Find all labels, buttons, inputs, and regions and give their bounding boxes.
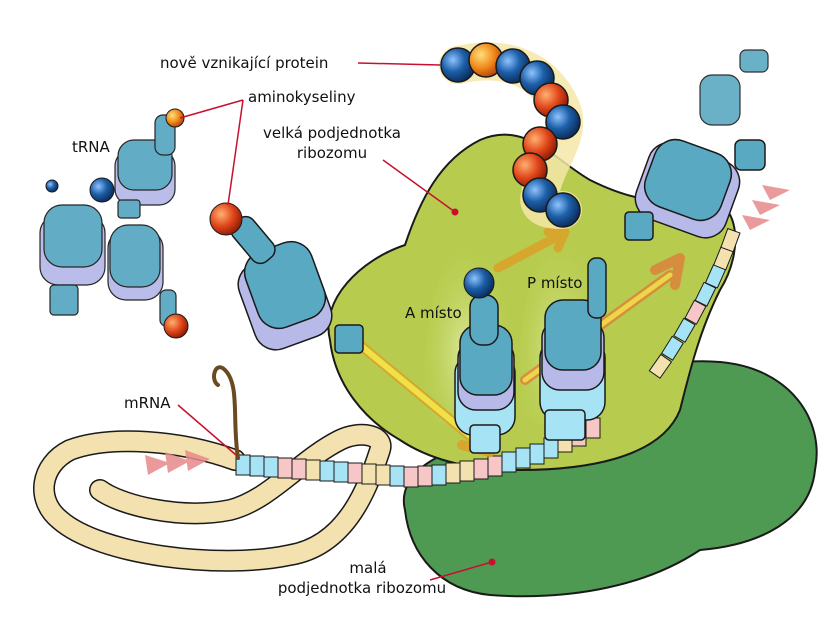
mrna-backbone-fill: [34, 425, 390, 571]
trna-icon: [624, 138, 766, 241]
trna-icon: [39, 204, 106, 316]
label-small-subunit-1: malá: [349, 559, 387, 577]
trna-icon: [539, 257, 607, 441]
peptide-arrow: [493, 227, 570, 273]
label-small-subunit-2: podjednotka ribozomu: [277, 579, 447, 597]
triangle-arrow-icon: [145, 185, 790, 475]
label-p-site: P místo: [527, 274, 583, 292]
label-nascent-protein: nově vznikající protein: [160, 54, 329, 72]
label-trna: tRNA: [72, 138, 110, 156]
leader-lines: [177, 62, 493, 581]
mrna-codons: [235, 417, 601, 488]
bead-chain-icon: [439, 42, 584, 229]
mrna-tail: [648, 227, 741, 379]
trna-icon: [230, 215, 364, 354]
amino-acid-blue: [45, 179, 59, 193]
amino-acid-red: [163, 313, 189, 339]
trna-icon: [699, 49, 769, 126]
label-large-subunit-2: ribozomu: [296, 144, 368, 162]
amino-acid-blue: [463, 267, 495, 299]
trna-icon: [454, 294, 516, 454]
trna-icon: [114, 114, 176, 219]
label-mrna: mRNA: [124, 394, 171, 412]
trna-icon: [107, 224, 177, 327]
amino-acid-blue: [89, 177, 115, 203]
label-a-site: A místo: [405, 304, 462, 322]
label-amino-acids: aminokyseliny: [248, 88, 356, 106]
amino-acid-orange: [165, 108, 185, 128]
mrna-hairpin: [212, 365, 240, 460]
label-large-subunit-1: velká podjednotka: [263, 124, 401, 142]
leader-dots: [451, 208, 496, 566]
amino-acid-red: [209, 202, 243, 236]
